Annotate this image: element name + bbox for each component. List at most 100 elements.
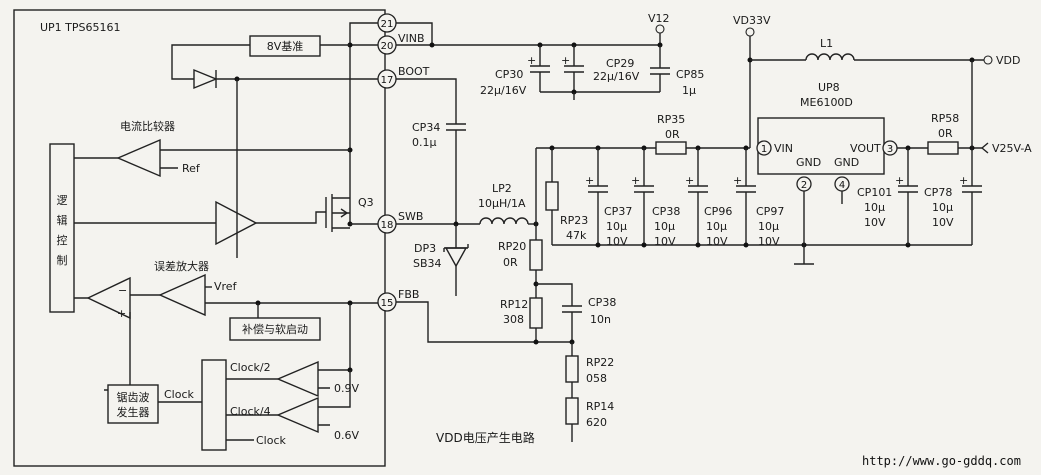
cp78-voltage: 10V — [932, 216, 954, 229]
clock2-label: Clock/2 — [230, 361, 271, 374]
clock-label: Clock — [164, 388, 195, 401]
up8-pin-1: 1 — [756, 140, 772, 156]
caption: VDD电压产生电路 — [436, 430, 535, 445]
rp58-ref: RP58 — [931, 112, 959, 125]
current-comparator-label: 电流比较器 — [120, 119, 175, 133]
pin-15: 15 — [377, 292, 397, 312]
pin-label-vinb: VINB — [398, 32, 425, 45]
up8-gnd1-label: GND — [796, 156, 821, 169]
cp38b-value: 10n — [590, 313, 611, 326]
cp78-ref: CP78 — [924, 186, 952, 199]
up8-gnd2-label: GND — [834, 156, 859, 169]
cp85-capacitor — [650, 45, 670, 92]
lp2-value: 10μH/1A — [478, 197, 526, 210]
sawtooth-block — [107, 384, 159, 424]
rp12-resistor — [529, 297, 543, 329]
error-amp-label: 误差放大器 — [154, 259, 209, 273]
cp101-voltage: 10V — [864, 216, 886, 229]
rp14-ref: RP14 — [586, 400, 614, 413]
comp-softstart-label: 补偿与软启动 — [242, 322, 308, 336]
rp20-resistor — [529, 239, 543, 271]
up8-regulator — [757, 117, 885, 175]
l1-ref: L1 — [820, 37, 833, 50]
pin-20: 20 — [377, 35, 397, 55]
rp14-value: 620 — [586, 416, 607, 429]
pin-18: 18 — [377, 214, 397, 234]
error-amplifier — [158, 273, 206, 317]
cp96-value: 10μ — [706, 220, 727, 233]
svg-text:15: 15 — [381, 298, 394, 309]
current-comparator — [116, 138, 161, 178]
lp2-inductor — [479, 217, 529, 225]
logic-char-1: 逻 — [57, 194, 68, 207]
rp58-resistor — [927, 141, 959, 155]
q3-label: Q3 — [358, 196, 374, 209]
cp85-ref: CP85 — [676, 68, 704, 81]
rp23-ref: RP23 — [560, 214, 588, 227]
ic-name: UP1 TPS65161 — [40, 21, 121, 34]
pin-label-swb: SWB — [398, 210, 423, 223]
svg-text:+: + — [561, 54, 570, 67]
l1-inductor — [805, 53, 855, 61]
net-vdd: VDD — [996, 54, 1020, 67]
svg-text:+: + — [895, 174, 904, 187]
cp29-capacitor: + — [561, 45, 584, 92]
up8-pin-3: 3 — [882, 140, 898, 156]
up8-ref: UP8 — [818, 81, 840, 94]
rp20-ref: RP20 — [498, 240, 526, 253]
cp37-capacitor: + — [585, 148, 608, 245]
svg-text:+: + — [527, 54, 536, 67]
v09-label: 0.9V — [334, 382, 359, 395]
svg-text:+: + — [585, 174, 594, 187]
cp29-value: 22μ/16V — [593, 70, 640, 83]
rp12-ref: RP12 — [500, 298, 528, 311]
svg-text:4: 4 — [839, 180, 845, 191]
clock2-comparator — [276, 360, 319, 398]
svg-text:2: 2 — [801, 180, 807, 191]
logic-control-block — [49, 143, 75, 313]
svg-text:+: + — [631, 174, 640, 187]
net-v12: V12 — [648, 12, 670, 25]
pin-label-fbb: FBB — [398, 288, 419, 301]
up8-vout-label: VOUT — [850, 142, 881, 155]
clock-in-label: Clock — [256, 434, 287, 447]
rp12-value: 308 — [503, 313, 524, 326]
pwm-comparator — [86, 276, 131, 320]
cp85-value: 1μ — [682, 84, 696, 97]
svg-text:+: + — [959, 174, 968, 187]
v06-label: 0.6V — [334, 429, 359, 442]
rp14-resistor — [565, 397, 579, 425]
cp29-ref: CP29 — [606, 57, 634, 70]
pwm-plus: + — [117, 307, 126, 320]
svg-text:20: 20 — [381, 41, 394, 52]
svg-text:+: + — [733, 174, 742, 187]
logic-char-3: 控 — [57, 233, 68, 247]
sawtooth-label-2: 发生器 — [117, 405, 150, 419]
sawtooth-label-1: 锯齿波 — [117, 390, 150, 404]
cp101-value: 10μ — [864, 201, 885, 214]
cp78-capacitor: + — [959, 148, 982, 245]
dp3-value: SB34 — [413, 257, 442, 270]
cp37-ref: CP37 — [604, 205, 632, 218]
clock4-comparator — [276, 396, 319, 434]
cp30-ref: CP30 — [495, 68, 523, 81]
rp22-value: 058 — [586, 372, 607, 385]
cp96-capacitor: + — [685, 148, 708, 245]
cp38-voltage: 10V — [654, 235, 676, 248]
cp96-voltage: 10V — [706, 235, 728, 248]
svg-text:21: 21 — [381, 19, 394, 30]
cp30-value: 22μ/16V — [480, 84, 527, 97]
cp34-value: 0.1μ — [412, 136, 437, 149]
comp-softstart-block — [229, 317, 321, 341]
svg-text:3: 3 — [887, 144, 893, 155]
dp3-ref: DP3 — [414, 242, 436, 255]
clock4-label: Clock/4 — [230, 405, 271, 418]
cp101-ref: CP101 — [857, 186, 892, 199]
pin-17: 17 — [377, 69, 397, 89]
cp96-ref: CP96 — [704, 205, 732, 218]
net-vd33v: VD33V — [733, 14, 771, 27]
ref-8v-label: 8V基准 — [267, 40, 304, 53]
rp20-value: 0R — [503, 256, 518, 269]
up8-pin-2: 2 — [796, 176, 812, 192]
